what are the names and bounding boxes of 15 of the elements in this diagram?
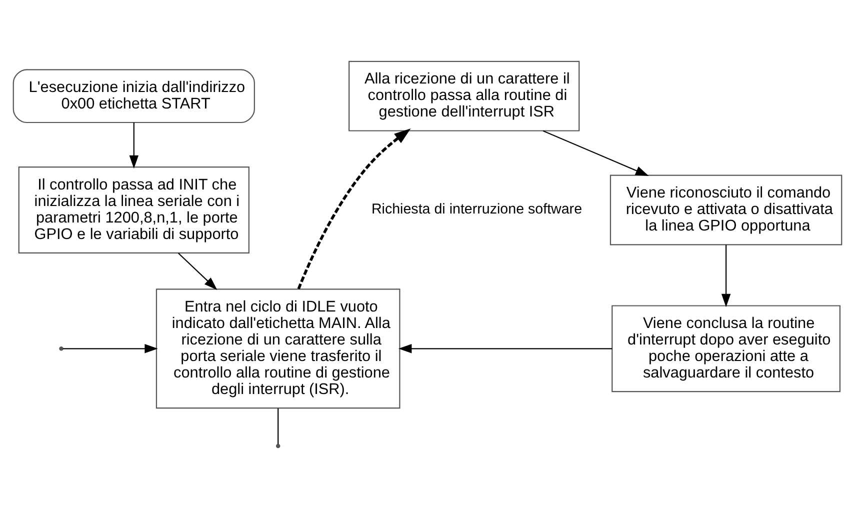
node-box: Viene riconosciuto il comando ricevuto e attivata o disattivata la linea GPIO opportuna xyxy=(610,174,842,245)
node-box: Alla ricezione di un carattere il controllo passa alla routine di gestione dell'interrupt ISR xyxy=(348,60,580,131)
node-box: Entra nel ciclo di IDLE vuoto indicato dall'etichetta MAIN. Alla ricezione di un carattere sulla porta seriale viene trasferito il controllo alla routine di gestione degli interrupt (ISR). xyxy=(156,288,400,408)
connector xyxy=(278,408,279,444)
arrow xyxy=(297,128,411,289)
node-box: Il controllo passa ad INIT che inizializza la linea seriale con i parametri 1200,8,n,1, le porte GPIO e le variabili di supporto xyxy=(18,166,250,253)
arrow xyxy=(721,244,731,307)
arrow xyxy=(178,252,218,290)
arrow xyxy=(129,122,139,168)
node-box: Viene conclusa la routine d'interrupt dopo aver eseguito poche operazioni atte a salvaguardare il contesto xyxy=(612,304,841,392)
arrow xyxy=(62,344,158,353)
arrow xyxy=(398,344,612,353)
edge-label: Richiesta di interruzione software xyxy=(371,201,582,218)
node-box: L'esecuzione inizia dall'indirizzo 0x00 etichetta START xyxy=(12,68,255,123)
arrow xyxy=(542,130,649,176)
